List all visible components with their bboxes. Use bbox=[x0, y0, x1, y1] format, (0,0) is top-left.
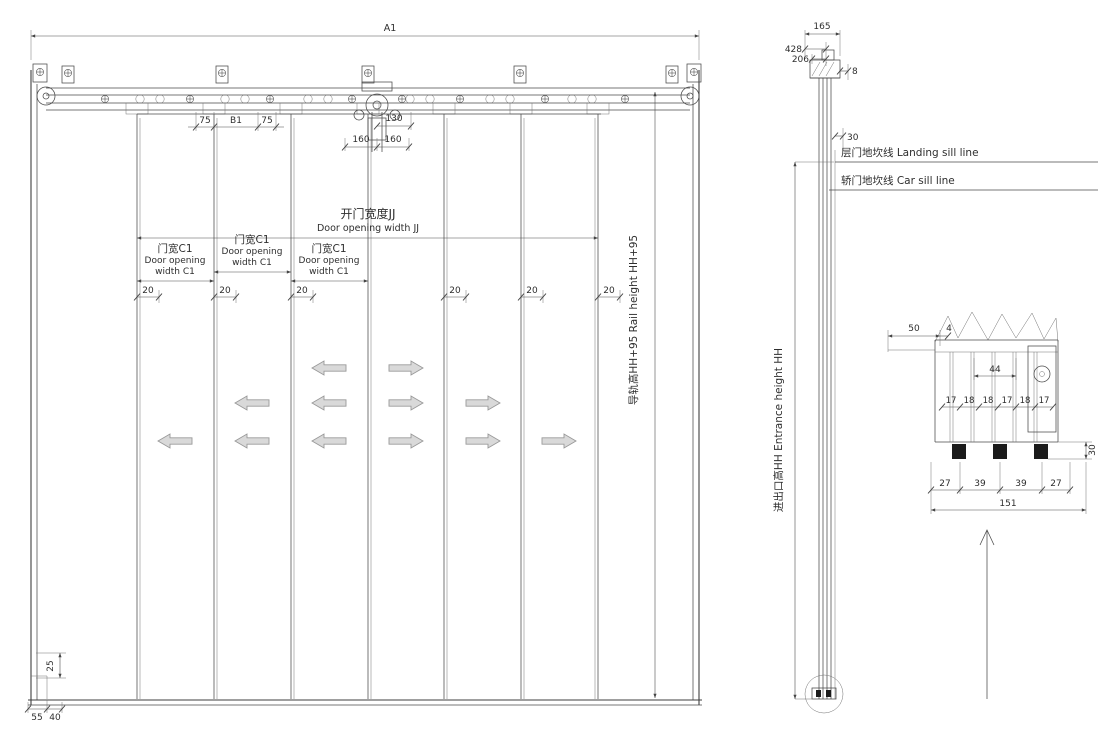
dim-b1-label: B1 bbox=[230, 116, 242, 126]
bolt-icon bbox=[266, 95, 274, 103]
right-arrow-icon bbox=[388, 433, 424, 449]
bolt-icon bbox=[186, 95, 194, 103]
detail-reference-arrow bbox=[979, 529, 995, 699]
dim-151-label: 151 bbox=[999, 499, 1016, 509]
tooth-dim-label: 17 bbox=[946, 396, 957, 406]
bottom-dim-label: 27 bbox=[1050, 479, 1061, 489]
door-direction-arrows bbox=[157, 360, 577, 449]
right-arrow-icon bbox=[541, 433, 577, 449]
bolt-icon bbox=[690, 68, 698, 76]
door-width-3-cn-label: 门宽C1 bbox=[311, 242, 346, 255]
door-width-3-en1-label: Door opening bbox=[299, 256, 360, 266]
dim-40-label: 40 bbox=[49, 713, 61, 723]
door-width-2-cn-label: 门宽C1 bbox=[234, 233, 269, 246]
dim-30-detail-label: 30 bbox=[1088, 444, 1098, 456]
entrance-height-label: 进出口高HH Entrance height HH bbox=[772, 348, 785, 512]
landing-sill-line-label: 层门地坎线 Landing sill line bbox=[841, 146, 979, 159]
door-panels bbox=[136, 113, 601, 699]
bolt-icon bbox=[541, 95, 549, 103]
dim-206-label: 206 bbox=[792, 55, 809, 65]
front-view-dimensions: A1 75 B1 75 130 160 160 开门宽度JJ Door open… bbox=[24, 23, 700, 723]
bolt-icon bbox=[668, 69, 676, 77]
left-arrow-icon bbox=[311, 395, 347, 411]
door-frame bbox=[28, 70, 702, 706]
sill-support-block bbox=[1034, 444, 1048, 459]
sill-detail-view: 50 4 44 17 18 18 17 18 17 30 27 39 39 bbox=[887, 311, 1098, 699]
dim-30-label: 30 bbox=[847, 133, 859, 143]
door-width-2-en1-label: Door opening bbox=[222, 247, 283, 257]
bottom-dim-label: 39 bbox=[1015, 479, 1027, 489]
tooth-dim-label: 17 bbox=[1039, 396, 1050, 406]
bolt-icon bbox=[218, 69, 226, 77]
sill-support-block bbox=[952, 444, 966, 459]
sill-support-block bbox=[993, 444, 1007, 459]
left-arrow-icon bbox=[234, 433, 270, 449]
bolt-icon bbox=[516, 69, 524, 77]
bolt-icon bbox=[348, 95, 356, 103]
dim-44-label: 44 bbox=[989, 365, 1001, 375]
bottom-dim-label: 39 bbox=[974, 479, 986, 489]
tooth-dim-label: 18 bbox=[983, 396, 994, 406]
car-sill-line-label: 轿门地坎线 Car sill line bbox=[841, 174, 955, 187]
bolt-icon bbox=[398, 95, 406, 103]
side-view-section: 165 428 206 8 30 层门地坎线 Landing sill line… bbox=[772, 22, 1098, 714]
left-arrow-icon bbox=[157, 433, 193, 449]
gap-dim-label: 20 bbox=[526, 286, 538, 296]
right-arrow-icon bbox=[388, 360, 424, 376]
bolt-hole-icon bbox=[1033, 365, 1051, 383]
gap-dim-label: 20 bbox=[219, 286, 231, 296]
door-width-2-en2-label: width C1 bbox=[232, 258, 272, 268]
detail-dimensions: 50 4 44 17 18 18 17 18 17 30 27 39 39 bbox=[887, 324, 1098, 514]
door-width-1-cn-label: 门宽C1 bbox=[157, 242, 192, 255]
dim-165-label: 165 bbox=[813, 22, 830, 32]
left-arrow-icon bbox=[311, 433, 347, 449]
tooth-dim-label: 17 bbox=[1002, 396, 1013, 406]
door-coupler-mechanism bbox=[353, 81, 401, 152]
gap-dim-label: 20 bbox=[603, 286, 615, 296]
tooth-dim-label: 18 bbox=[964, 396, 975, 406]
dim-8-label: 8 bbox=[852, 67, 858, 77]
dim-50-label: 50 bbox=[908, 324, 920, 334]
opening-width-cn-label: 开门宽度JJ bbox=[340, 206, 395, 221]
dim-4-label: 4 bbox=[946, 324, 952, 334]
bottom-dim-label: 27 bbox=[939, 479, 950, 489]
dim-160-left-label: 160 bbox=[352, 135, 369, 145]
left-arrow-icon bbox=[234, 395, 270, 411]
door-width-3-en2-label: width C1 bbox=[309, 267, 349, 277]
door-width-1-en1-label: Door opening bbox=[145, 256, 206, 266]
dim-160-right-label: 160 bbox=[384, 135, 401, 145]
opening-width-en-label: Door opening width JJ bbox=[317, 223, 419, 234]
bolt-icon bbox=[101, 95, 109, 103]
dim-428-label: 428 bbox=[785, 45, 802, 55]
bolt-icon bbox=[64, 69, 72, 77]
dim-75-left-label: 75 bbox=[199, 116, 210, 126]
right-arrow-icon bbox=[388, 395, 424, 411]
dim-a1-label: A1 bbox=[384, 23, 397, 34]
front-view-elevation: A1 75 B1 75 130 160 160 开门宽度JJ Door open… bbox=[24, 23, 702, 723]
sill-profile bbox=[888, 311, 1059, 459]
door-panel-section bbox=[804, 49, 844, 714]
gap-dim-label: 20 bbox=[449, 286, 461, 296]
gap-dim-label: 20 bbox=[296, 286, 308, 296]
side-view-dimensions: 165 428 206 8 30 层门地坎线 Landing sill line… bbox=[772, 22, 1098, 700]
left-arrow-icon bbox=[311, 360, 347, 376]
bolt-icon bbox=[364, 69, 372, 77]
bolt-icon bbox=[621, 95, 629, 103]
right-arrow-icon bbox=[465, 395, 501, 411]
door-width-1-en2-label: width C1 bbox=[155, 267, 195, 277]
dim-130-label: 130 bbox=[385, 114, 402, 124]
bolt-icon bbox=[456, 95, 464, 103]
gap-dim-label: 20 bbox=[142, 286, 154, 296]
detail-callout-circle bbox=[804, 674, 844, 714]
bolt-icon bbox=[36, 68, 44, 76]
hanger-track-assembly bbox=[32, 63, 702, 115]
dim-25-label: 25 bbox=[46, 660, 56, 671]
dim-75-right-label: 75 bbox=[261, 116, 272, 126]
rail-height-label: 导轨高HH+95 Rail height HH+95 bbox=[627, 235, 640, 405]
dim-55-label: 55 bbox=[31, 713, 42, 723]
right-arrow-icon bbox=[465, 433, 501, 449]
tooth-dim-label: 18 bbox=[1020, 396, 1031, 406]
